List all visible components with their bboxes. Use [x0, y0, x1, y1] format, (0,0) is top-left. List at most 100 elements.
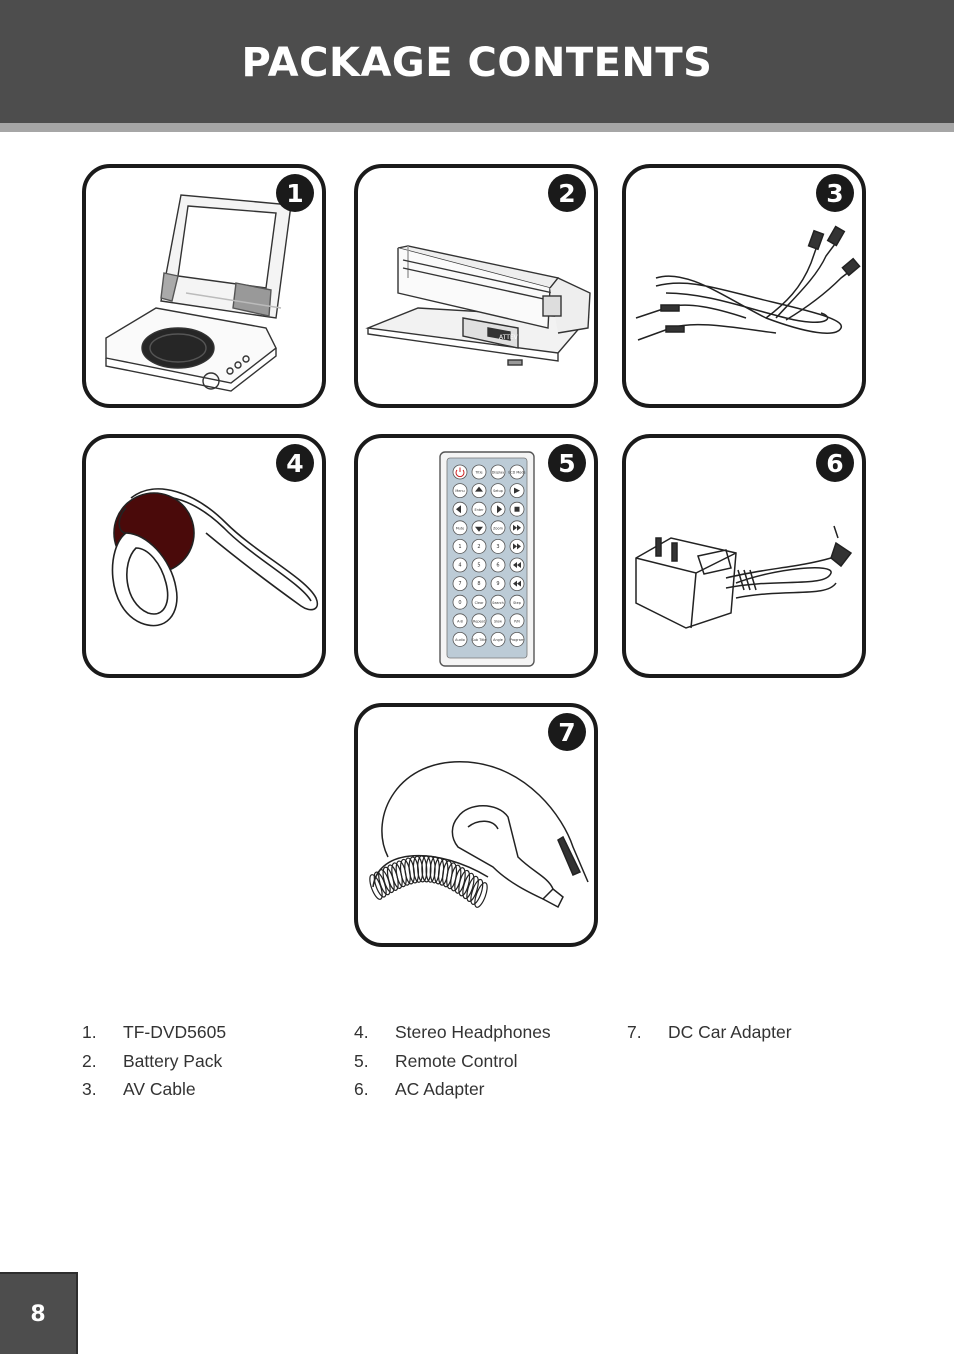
remote-button-label: 6 [496, 563, 499, 569]
list-item: 1.TF-DVD5605 [82, 1022, 227, 1042]
panel-ac-adapter: 6 [622, 434, 866, 678]
remote-button [452, 520, 468, 536]
remote-button [471, 557, 487, 573]
remote-arrow-icon [514, 487, 520, 494]
coil-loop [454, 867, 466, 894]
remote-button [452, 631, 468, 647]
badge-1: 1 [276, 174, 314, 212]
remote-button-label: Program [510, 638, 525, 642]
badge-3: 3 [816, 174, 854, 212]
panel-battery-pack: 2 ATTEV [354, 164, 598, 408]
badge-6: 6 [816, 444, 854, 482]
badge-2: 2 [548, 174, 586, 212]
remote-button-label: LCD Mode [508, 471, 525, 475]
page-header: PACKAGE CONTENTS [0, 0, 954, 123]
remote-button [452, 613, 468, 629]
coil-loop [474, 882, 488, 908]
remote-arrow-icon [514, 506, 520, 512]
badge-5: 5 [548, 444, 586, 482]
remote-button-label: 2 [477, 544, 480, 550]
list-item: 2.Battery Pack [82, 1050, 223, 1071]
remote-button [490, 464, 506, 480]
remote-button [490, 539, 506, 554]
list-column-2: 4.Stereo Headphones 5.Remote Control 6.A… [354, 1018, 551, 1104]
remote-button-label: Step [513, 601, 521, 605]
remote-button-label: 3 [496, 544, 499, 550]
battery-pack-icon: ATTEV [365, 245, 591, 366]
remote-button [452, 483, 468, 498]
remote-arrow-icon [513, 580, 521, 587]
remote-button-label: Menu [455, 489, 464, 493]
list-column-1: 1.TF-DVD5605 2.Battery Pack 3.AV Cable [82, 1018, 226, 1104]
remote-button [490, 520, 506, 536]
ac-adapter-icon [635, 525, 853, 629]
remote-button-label: 5 [477, 563, 480, 569]
remote-button [509, 594, 525, 610]
remote-button-label: A-B [457, 619, 463, 623]
panel-car-adapter: 7 [354, 703, 598, 947]
badge-7: 7 [548, 713, 586, 751]
badge-4: 4 [276, 444, 314, 482]
remote-button [490, 557, 506, 573]
remote-button [471, 576, 487, 592]
remote-arrow-icon [513, 543, 521, 550]
remote-button-label: Mute [456, 526, 465, 530]
remote-button [471, 464, 487, 480]
remote-button-label: P/N [514, 619, 520, 623]
remote-button [471, 594, 487, 610]
remote-arrow-icon [456, 505, 461, 514]
remote-button-label: Repeat [473, 619, 486, 623]
remote-button [471, 613, 487, 629]
remote-button [452, 594, 468, 610]
remote-arrow-icon [475, 526, 483, 532]
remote-button-label: Enter [474, 508, 484, 512]
remote-button-label: Angle [493, 638, 503, 642]
remote-button [509, 613, 525, 629]
page-title: PACKAGE CONTENTS [241, 39, 713, 86]
contents-list: 1.TF-DVD5605 2.Battery Pack 3.AV Cable 4… [82, 1018, 882, 1118]
panel-av-cable: 3 [622, 164, 866, 408]
remote-arrow-icon [475, 486, 483, 492]
list-item: 3.AV Cable [82, 1079, 196, 1099]
power-icon [455, 467, 465, 478]
remote-button [471, 501, 487, 517]
remote-button-label: 0 [458, 600, 461, 606]
remote-button [509, 631, 525, 647]
header-divider [0, 123, 954, 132]
list-item: 7.DC Car Adapter [627, 1022, 792, 1042]
av-cable-icon [635, 225, 861, 341]
remote-button [509, 464, 525, 480]
remote-button-label: Clear [475, 601, 484, 605]
remote-arrow-icon [497, 505, 502, 514]
list-item: 5.Remote Control [354, 1050, 518, 1071]
remote-button [471, 539, 487, 554]
coil-loop [466, 875, 479, 903]
page-number-tab: 8 [0, 1272, 78, 1354]
remote-button [452, 557, 468, 573]
remote-button-label: 4 [458, 563, 461, 569]
remote-button-label: Display [492, 471, 505, 475]
remote-button [452, 576, 468, 592]
remote-button [490, 483, 506, 498]
remote-arrow-icon [513, 562, 521, 568]
remote-button [452, 539, 468, 554]
remote-button [490, 613, 506, 629]
list-column-3: 7.DC Car Adapter [627, 1018, 792, 1047]
list-item: 4.Stereo Headphones [354, 1022, 551, 1042]
remote-button-label: 1 [458, 544, 461, 550]
page-number: 8 [30, 1301, 46, 1327]
coil-loop [458, 869, 471, 897]
remote-button-label: Slow [494, 619, 502, 623]
remote-button-label: 8 [477, 581, 480, 587]
panel-headphones: 4 [82, 434, 326, 678]
panel-dvd-player: 1 [82, 164, 326, 408]
remote-button-label: 9 [496, 581, 499, 587]
remote-button-label: Sub Title [472, 638, 487, 642]
dvd-player-icon [105, 194, 292, 392]
list-item: 6.AC Adapter [354, 1079, 485, 1099]
coil-loop [462, 872, 475, 900]
remote-button [471, 631, 487, 647]
remote-button [490, 631, 506, 647]
